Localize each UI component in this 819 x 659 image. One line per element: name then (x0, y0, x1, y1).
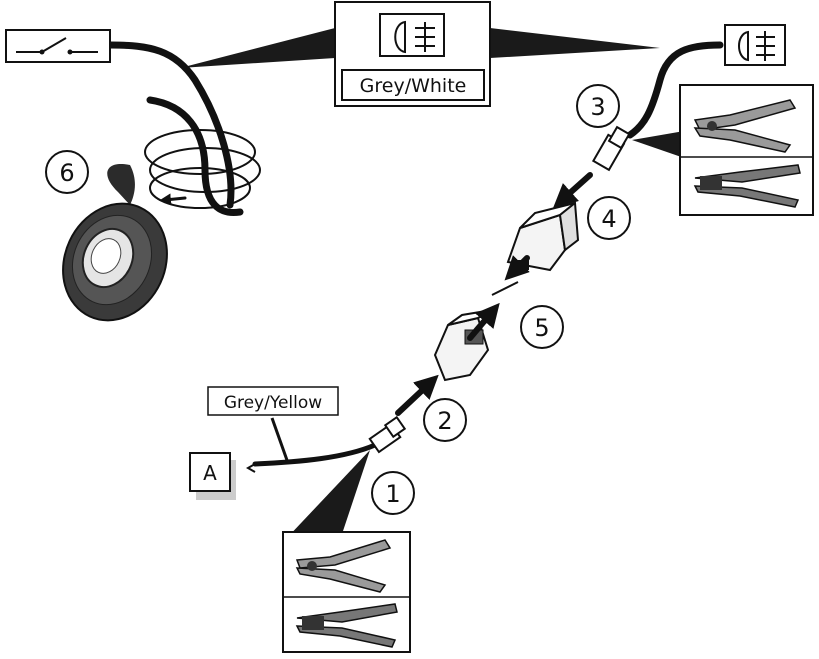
switch-icon (5, 29, 111, 63)
svg-text:3: 3 (590, 93, 605, 121)
separator-line (491, 281, 519, 296)
wire-color-label-bottom: Grey/Yellow (224, 393, 322, 413)
fog-lamp-icon (379, 13, 445, 57)
assembly-arrows (395, 172, 593, 416)
step-number-5: 5 (520, 305, 564, 349)
crimping-pliers-icon (679, 84, 814, 216)
leader-wedge-right (490, 28, 660, 58)
coiled-wire (106, 41, 261, 216)
svg-text:4: 4 (601, 205, 616, 233)
step-number-2: 2 (423, 398, 467, 442)
leader-wedge-crimp-top (632, 130, 690, 160)
leader-line-grey-yellow (270, 417, 290, 464)
svg-text:6: 6 (59, 159, 74, 187)
crimping-pliers-icon (282, 531, 411, 653)
wire-color-label-top: Grey/White (360, 75, 467, 97)
svg-text:1: 1 (385, 480, 400, 508)
fog-lamp-icon (724, 24, 786, 66)
wire-end-strand (245, 463, 256, 473)
grey-yellow-wire (252, 442, 378, 467)
terminal-female (368, 415, 407, 454)
connection-point-label: A (189, 452, 236, 500)
step-number-6: 6 (45, 150, 89, 194)
svg-text:5: 5 (534, 314, 549, 342)
step-number-3: 3 (576, 84, 620, 128)
terminal-male (591, 125, 631, 172)
step-number-4: 4 (587, 196, 631, 240)
connection-point-letter: A (203, 461, 217, 485)
connector-housing-female (506, 201, 580, 272)
leader-wedge-crimp-bottom (285, 450, 370, 540)
top-label-box: Grey/White (334, 1, 491, 107)
svg-text:2: 2 (437, 407, 452, 435)
insulating-tape-icon (62, 164, 168, 322)
grey-yellow-label: Grey/Yellow (207, 386, 339, 416)
step-number-1: 1 (371, 471, 415, 515)
fog-lamp-wire (626, 41, 724, 139)
leader-wedge-left (180, 28, 335, 68)
